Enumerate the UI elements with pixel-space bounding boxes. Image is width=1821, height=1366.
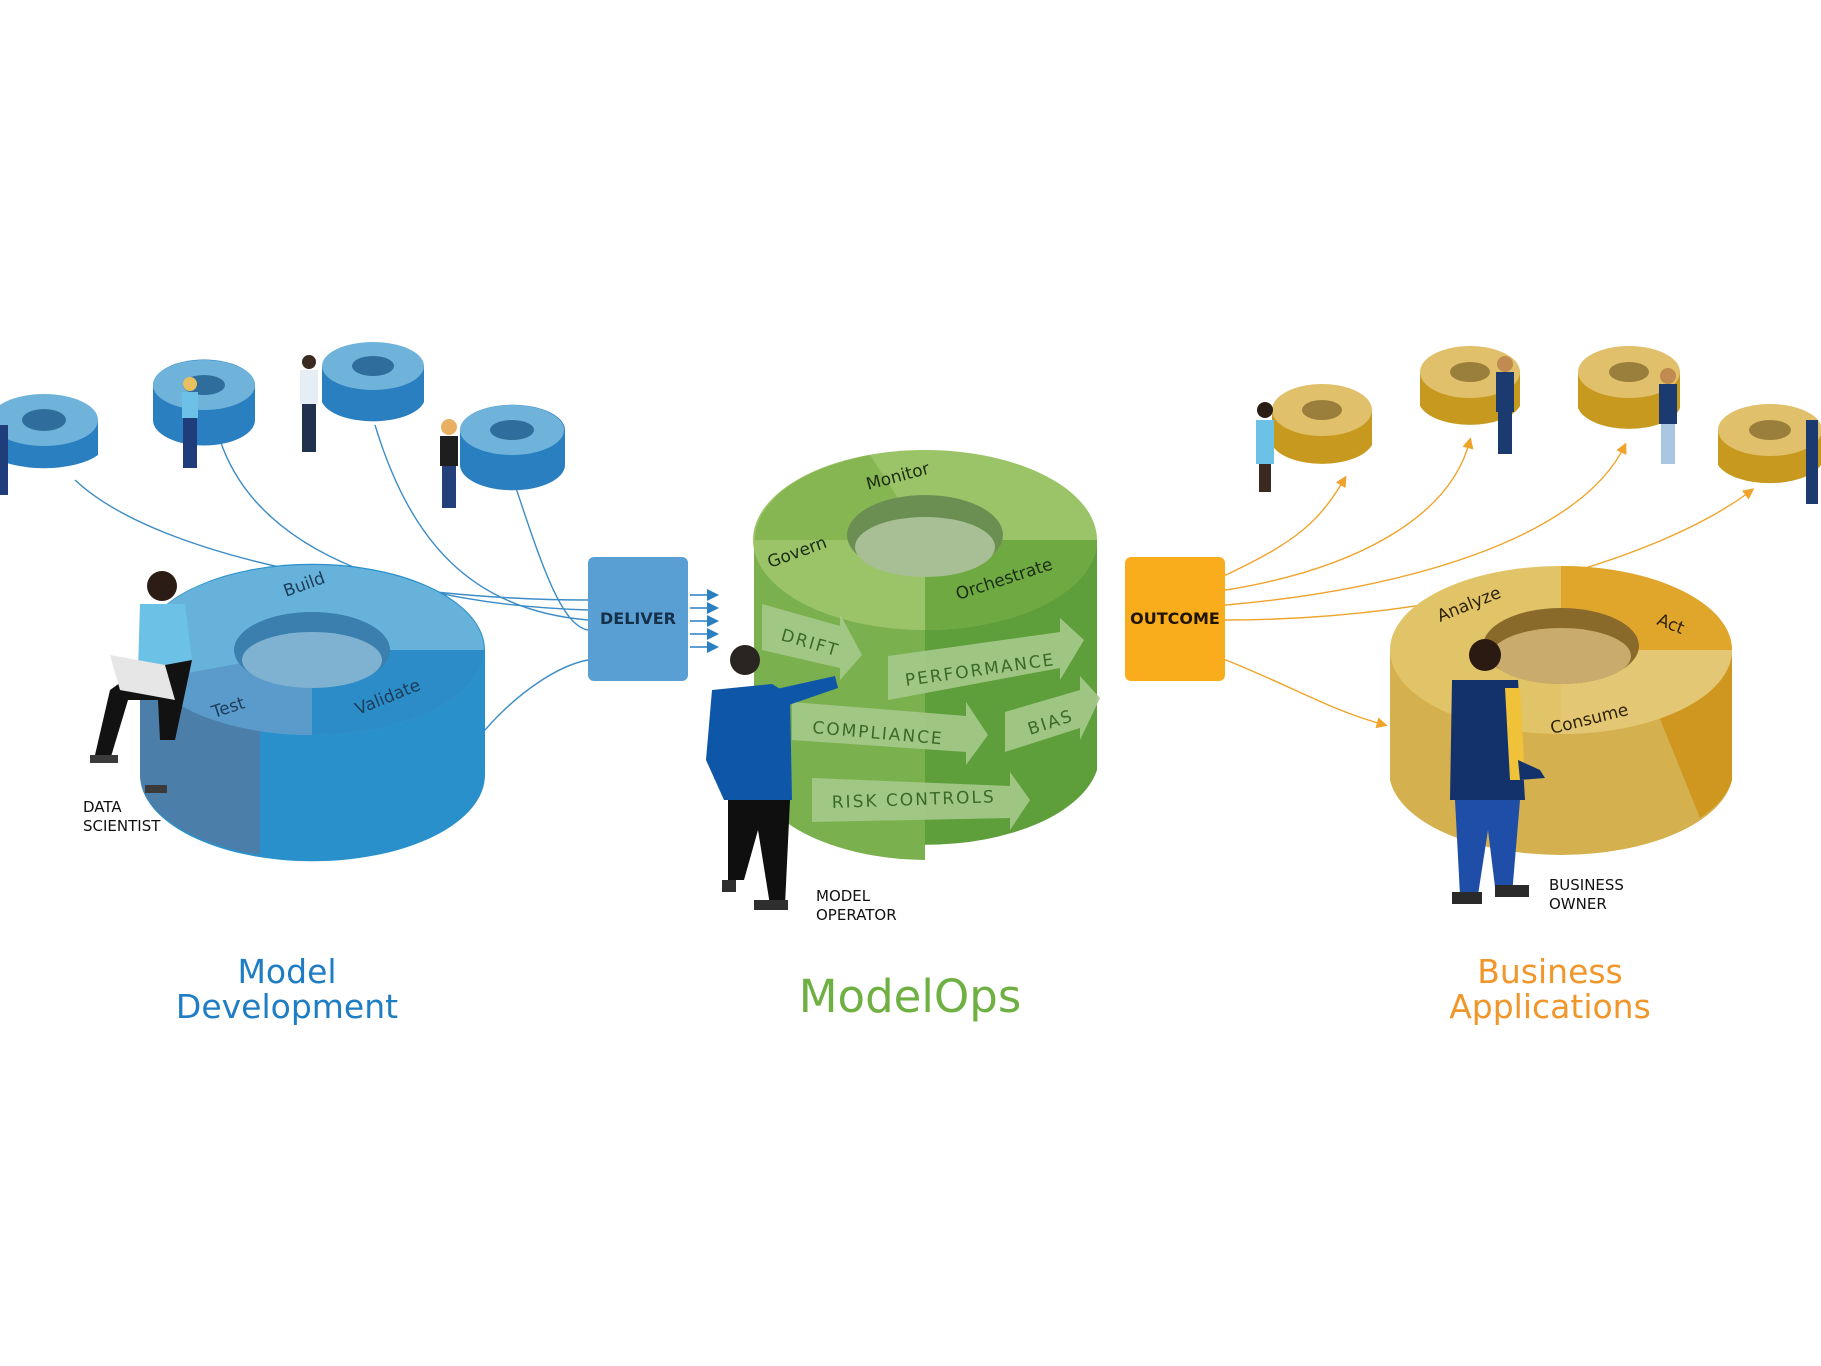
dev-small-ring-4 xyxy=(460,404,565,491)
deliver-box xyxy=(588,557,688,681)
outcome-label: OUTCOME xyxy=(1130,609,1220,628)
biz-small-ring-4 xyxy=(1718,404,1821,484)
dev-small-ring-2 xyxy=(153,359,255,446)
arrow-compliance xyxy=(792,702,988,765)
arrow-risk-controls xyxy=(812,772,1030,830)
biz-title-line2: Applications xyxy=(1449,987,1651,1026)
biz-small-ring-3 xyxy=(1578,346,1680,429)
arrow-bias xyxy=(1005,676,1100,752)
deliver-label: DELIVER xyxy=(600,609,676,628)
data-scientist-role-line2: SCIENTIST xyxy=(83,817,161,835)
data-scientist-role-line1: DATA xyxy=(83,798,122,816)
arrow-performance xyxy=(888,618,1084,700)
dev-title-line2: Development xyxy=(176,987,398,1026)
biz-title-line1: Business xyxy=(1477,952,1623,991)
data-scientist-figure xyxy=(90,571,192,793)
biz-small-ring-2 xyxy=(1420,346,1520,425)
model-operator-role-line2: OPERATOR xyxy=(816,906,897,924)
modelops-title: ModelOps xyxy=(799,970,1022,1023)
arrow-drift xyxy=(762,604,862,680)
biz-small-ring-1 xyxy=(1272,384,1372,464)
business-owner-role-line1: BUSINESS xyxy=(1549,876,1624,894)
modelops-arrows xyxy=(762,604,1100,830)
business-owner-role-line2: OWNER xyxy=(1549,895,1607,913)
biz-small-figures xyxy=(1256,356,1818,504)
dev-small-ring-1 xyxy=(0,394,98,469)
dev-title-line1: Model xyxy=(237,952,336,991)
dev-small-figures xyxy=(0,355,458,508)
outcome-box xyxy=(1125,557,1225,681)
dev-cylinder xyxy=(140,563,485,862)
model-operator-role-line1: MODEL xyxy=(816,887,871,905)
model-operator-figure xyxy=(706,645,838,910)
business-owner-figure xyxy=(1450,639,1545,904)
deliver-arrows xyxy=(690,589,719,653)
dev-small-ring-3 xyxy=(322,342,424,422)
